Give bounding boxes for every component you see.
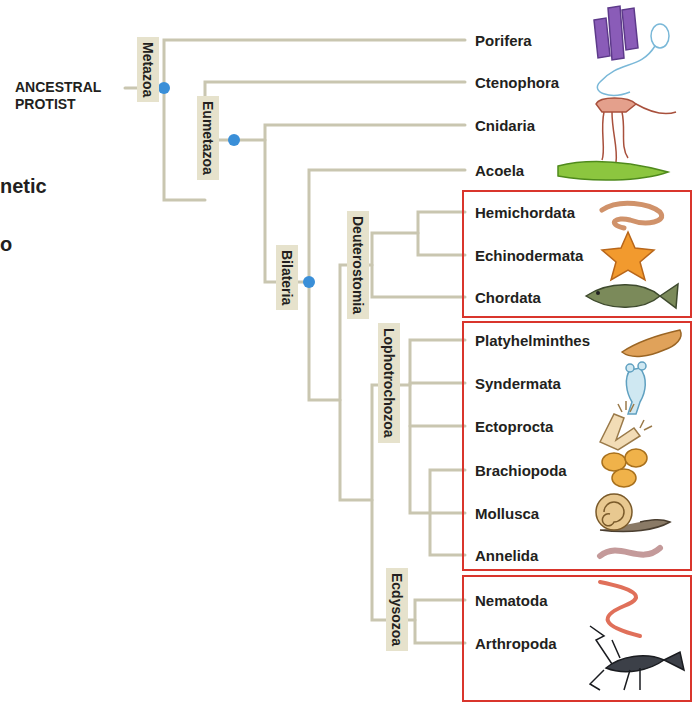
phylum-name: Hemichordata [475, 204, 575, 221]
group-frames [463, 191, 691, 701]
clade-box: Eumetazoa [197, 96, 219, 180]
clade-box: Ecdysozoa [386, 568, 408, 651]
lobster [590, 626, 684, 690]
phylum-name: Arthropoda [475, 635, 557, 652]
cnidarian [596, 98, 676, 162]
ctenophore [597, 24, 669, 95]
clade-box: Bilateria [276, 245, 298, 310]
phylum-name: Syndermata [475, 375, 561, 392]
tree-branches [125, 40, 465, 643]
phylum-name: Ectoprocta [475, 418, 553, 435]
clade-box: Deuterostomia [347, 211, 369, 319]
clade-name: Bilateria [279, 250, 295, 305]
acorn-worm [602, 203, 662, 228]
phylum-name: Echinodermata [475, 247, 583, 264]
clade-name: Deuterostomia [350, 216, 366, 314]
phylum-name: Brachiopoda [475, 462, 567, 479]
clade-box: Lophotrochozoa [378, 323, 400, 443]
clade-box: Metazoa [137, 37, 159, 102]
brachiopod [602, 449, 647, 487]
sponge [594, 6, 638, 60]
earthworm [600, 548, 660, 556]
flatworm [622, 330, 681, 356]
phylum-name: Ctenophora [475, 74, 559, 91]
clade-name: Eumetazoa [200, 101, 216, 175]
cropped-text: netic [0, 175, 47, 198]
phylum-name: Annelida [475, 547, 538, 564]
clade-name: Metazoa [140, 42, 156, 97]
root-label: ANCESTRAL PROTIST [15, 79, 127, 113]
phylum-name: Chordata [475, 289, 541, 306]
phylum-name: Mollusca [475, 505, 539, 522]
fish [586, 284, 678, 308]
acoel [558, 162, 668, 180]
starfish [602, 232, 654, 280]
phylum-name: Platyhelminthes [475, 332, 590, 349]
clade-name: Ecdysozoa [389, 573, 405, 646]
phylum-name: Nematoda [475, 592, 548, 609]
snail [596, 494, 670, 532]
nematode [600, 582, 640, 636]
phylum-name: Porifera [475, 32, 532, 49]
bryozoan [600, 401, 652, 450]
phylum-name: Acoela [475, 162, 524, 179]
rotifer [626, 362, 646, 414]
phylum-name: Cnidaria [475, 117, 535, 134]
clade-name: Lophotrochozoa [381, 328, 397, 438]
cropped-text: o [0, 233, 12, 256]
